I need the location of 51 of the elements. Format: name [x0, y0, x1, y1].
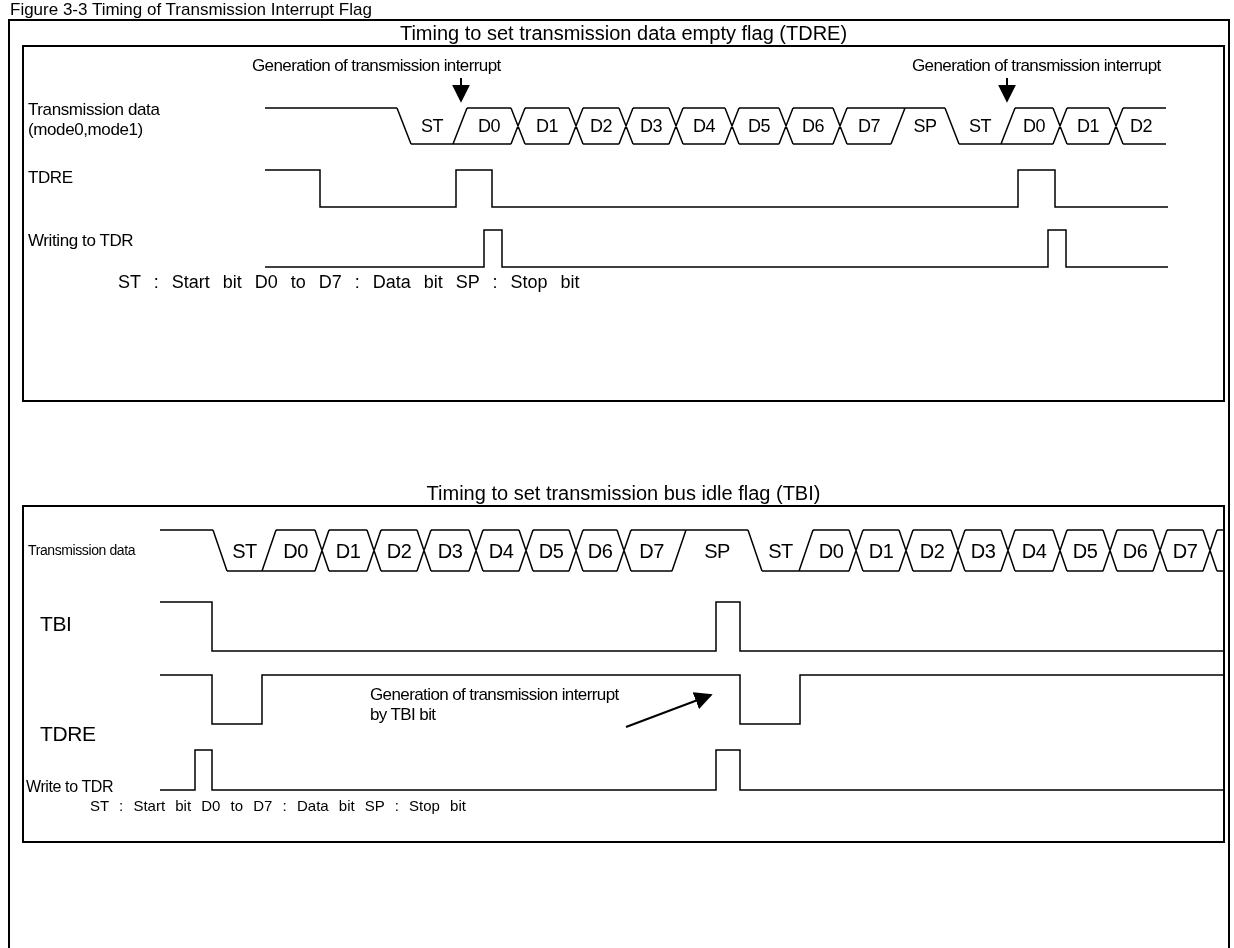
bit-label: SP — [913, 117, 937, 135]
bit-label: ST — [421, 117, 443, 135]
bit-label: D7 — [858, 117, 880, 135]
signal-label: Write to TDR — [26, 778, 114, 797]
bit-label: D1 — [335, 540, 361, 561]
bit-label: ST — [969, 117, 991, 135]
signal-label: TBI — [40, 612, 72, 637]
bit-label: D1 — [536, 117, 558, 135]
note-text: ST : Start bit D0 to D7 : Data bit SP : Stop bit — [90, 797, 466, 815]
bit-label: D2 — [386, 540, 412, 561]
bit-label: D7 — [639, 540, 664, 561]
bit-label: D3 — [640, 117, 662, 135]
panel-title: Timing to set transmission data empty flag (TDRE) — [399, 23, 848, 43]
bit-label: D0 — [283, 540, 308, 561]
bit-label: D4 — [488, 540, 514, 561]
bit-label: D5 — [748, 117, 770, 135]
signal-label: TDRE — [28, 168, 73, 188]
leader-arrow — [452, 77, 470, 103]
signal-label: Transmission data (mode0,mode1) — [28, 100, 161, 140]
leader-arrow — [625, 692, 713, 728]
signal-label: TDRE — [40, 722, 96, 747]
bit-label: D6 — [587, 540, 613, 561]
bit-label: D1 — [1077, 117, 1099, 135]
figure-title: Figure 3-3 Timing of Transmission Interrupt Flag — [10, 1, 372, 18]
bit-label: D4 — [1021, 540, 1047, 561]
bit-label: ST — [768, 540, 793, 561]
bit-label: D3 — [970, 540, 996, 561]
callout-text: Generation of transmission interrupt by TBI bit — [370, 685, 630, 725]
bit-label: SP — [704, 540, 730, 561]
callout-text: Generation of transmission interrupt — [912, 56, 1161, 76]
bit-label: D0 — [1023, 117, 1045, 135]
note-text: ST : Start bit D0 to D7 : Data bit SP : Stop bit — [118, 272, 580, 293]
signal-label: Writing to TDR — [28, 231, 134, 251]
bit-label: D3 — [437, 540, 463, 561]
bit-label: D0 — [818, 540, 844, 561]
bit-label: D2 — [919, 540, 945, 561]
signal-label: Transmission data — [28, 542, 136, 559]
bit-label: D0 — [478, 117, 500, 135]
panel-title: Timing to set transmission bus idle flag (TBI) — [426, 483, 821, 503]
bit-label: D6 — [1122, 540, 1148, 561]
bit-label: D5 — [538, 540, 564, 561]
bit-label: D6 — [802, 117, 824, 135]
bit-label: ST — [232, 540, 257, 561]
bit-label: D5 — [1072, 540, 1098, 561]
callout-text: Generation of transmission interrupt — [252, 56, 501, 76]
bit-label: D7 — [1172, 540, 1198, 561]
bit-label: D2 — [590, 117, 612, 135]
bit-label: D2 — [1130, 117, 1152, 135]
leader-arrow — [998, 77, 1016, 103]
bit-label: D4 — [693, 117, 715, 135]
bit-label: D1 — [868, 540, 894, 561]
